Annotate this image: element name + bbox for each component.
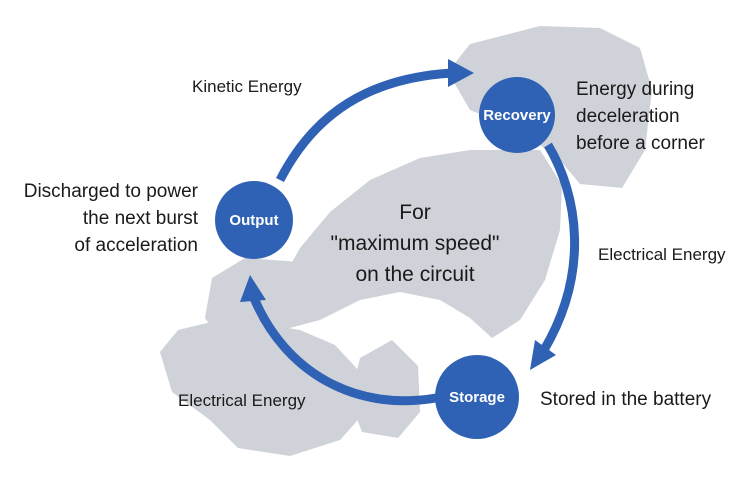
center-caption-line-1: For bbox=[399, 201, 431, 224]
description-output-line-1: Discharged to power bbox=[23, 181, 198, 202]
node-storage-label: Storage bbox=[449, 389, 505, 406]
edge-label-recovery-to-storage: Electrical Energy bbox=[598, 245, 726, 264]
node-recovery-label: Recovery bbox=[483, 107, 551, 124]
arrowhead-output bbox=[240, 275, 266, 302]
node-output-label: Output bbox=[229, 212, 278, 229]
center-caption-line-3: on the circuit bbox=[355, 263, 475, 286]
cycle-arrows bbox=[249, 68, 579, 406]
arrowhead-storage bbox=[530, 340, 556, 370]
car-front-wing bbox=[160, 318, 365, 456]
arrow-recovery-to-storage bbox=[540, 142, 579, 353]
description-output-line-3: of acceleration bbox=[74, 235, 198, 256]
node-storage: Storage bbox=[435, 355, 519, 439]
arrow-storage-to-output bbox=[249, 296, 437, 406]
arrowhead-recovery bbox=[448, 59, 474, 87]
race-car-silhouette bbox=[160, 26, 652, 456]
node-output: Output bbox=[215, 181, 293, 259]
center-caption: For "maximum speed" on the circuit bbox=[300, 197, 530, 290]
arrow-heads bbox=[240, 59, 556, 370]
center-caption-line-2: "maximum speed" bbox=[330, 232, 500, 255]
description-output: Discharged to power the next burst of ac… bbox=[2, 178, 198, 259]
description-storage: Stored in the battery bbox=[540, 389, 712, 410]
description-recovery: Energy during deceleration before a corn… bbox=[576, 76, 705, 157]
description-recovery-line-1: Energy during bbox=[576, 79, 695, 100]
car-body bbox=[270, 150, 562, 338]
description-recovery-line-2: deceleration bbox=[576, 106, 680, 127]
arrow-output-to-recovery bbox=[275, 68, 453, 183]
edge-label-storage-to-output: Electrical Energy bbox=[178, 391, 306, 410]
car-front-right-wheel bbox=[350, 340, 420, 438]
description-recovery-line-3: before a corner bbox=[576, 133, 705, 154]
description-output-line-2: the next burst bbox=[82, 208, 198, 229]
edge-label-output-to-recovery: Kinetic Energy bbox=[192, 77, 302, 96]
node-recovery: Recovery bbox=[479, 77, 555, 153]
